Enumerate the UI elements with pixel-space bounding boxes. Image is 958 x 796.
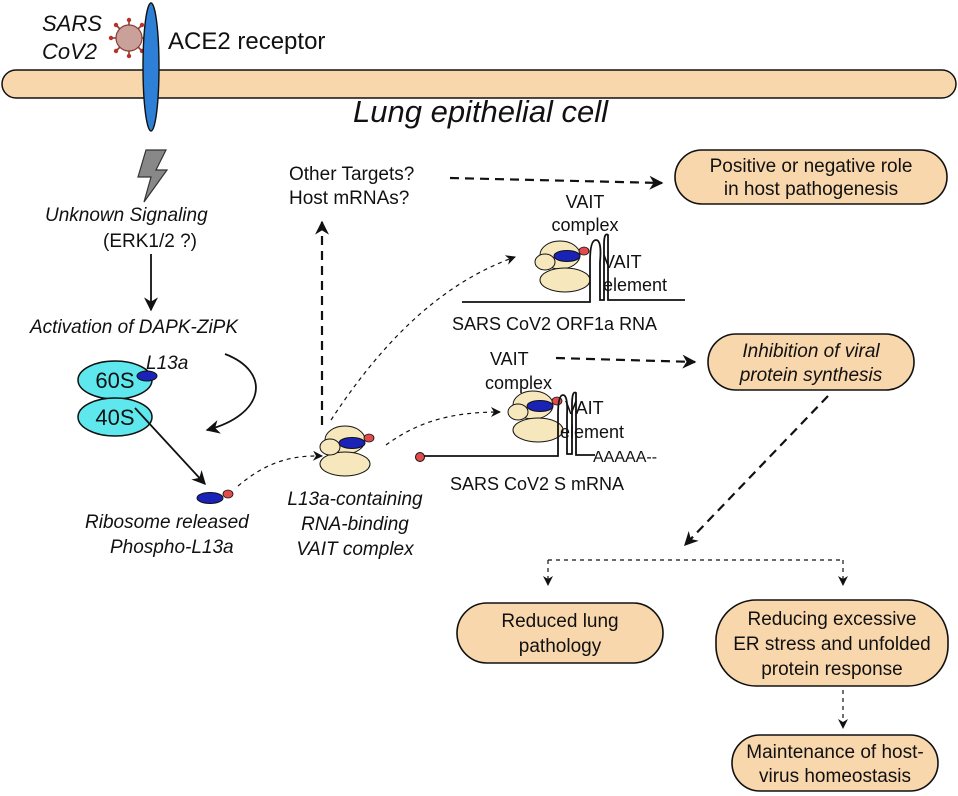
arrow-to-orf1a — [330, 255, 516, 421]
virus-icon — [108, 17, 150, 59]
polya-label: AAAAA-- — [593, 449, 657, 466]
arrow-release — [134, 407, 206, 486]
phosphate-icon — [222, 489, 234, 499]
inhibition-line2: protein synthesis — [739, 365, 883, 386]
released-label-line2: Phospho-L13a — [110, 537, 234, 558]
role-line1: Positive or negative role — [710, 156, 913, 177]
s-complex-line1: VAIT — [490, 349, 529, 369]
erk-label: (ERK1/2 ?) — [103, 231, 197, 252]
homeostasis-line1: Maintenance of host- — [746, 742, 923, 763]
arrow-to-inhibition — [555, 354, 697, 369]
virus-label-line2: CoV2 — [42, 39, 97, 64]
s-element-line1: VAIT — [565, 398, 604, 418]
signaling-label: Unknown Signaling — [45, 205, 208, 226]
subunit-40s-icon — [77, 397, 153, 437]
role-line2: in host pathogenesis — [724, 179, 898, 200]
s-vait-complex-icon — [507, 390, 564, 443]
cell-membrane — [1, 69, 957, 99]
s-complex-line2: complex — [485, 373, 552, 393]
er-line2: ER stress and unfolded — [733, 634, 931, 655]
arrow-to-s-mrna — [385, 407, 501, 446]
subunit-60s-label: 60S — [95, 368, 134, 393]
er-line1: Reducing excessive — [748, 609, 917, 630]
vait-complex-icon — [319, 425, 375, 477]
orf1a-rna-label: SARS CoV2 ORF1a RNA — [452, 314, 657, 334]
arrow-to-vait — [237, 450, 323, 487]
lung-box — [456, 602, 664, 664]
role-box — [674, 149, 948, 205]
er-box — [715, 599, 949, 687]
lung-line2: pathology — [519, 636, 602, 657]
s-rna-strand — [424, 391, 595, 457]
orf1a-element-line1: VAIT — [603, 252, 642, 272]
activation-label: Activation of DAPK-ZiPK — [29, 317, 239, 338]
other-targets-line2: Host mRNAs? — [289, 188, 409, 209]
phospho-l13a-icon — [196, 492, 224, 504]
l13a-label: L13a — [146, 353, 188, 374]
arrow-activation-curve — [205, 353, 257, 434]
virus-label-line1: SARS — [42, 11, 102, 36]
homeostasis-box — [731, 734, 939, 792]
lung-line1: Reduced lung — [501, 611, 618, 632]
arrow-from-inhibition — [684, 395, 829, 547]
ace2-receptor-icon — [142, 2, 160, 132]
other-targets-line1: Other Targets? — [289, 164, 414, 185]
orf1a-vait-complex-icon — [534, 240, 591, 293]
released-label-line1: Ribosome released — [85, 512, 250, 533]
vait-center-line3: VAIT complex — [296, 539, 415, 560]
vait-center-line1: L13a-containing — [287, 489, 423, 510]
homeostasis-line2: virus homeostasis — [759, 766, 911, 787]
orf1a-complex-line2: complex — [551, 215, 618, 235]
inhibition-box — [707, 333, 915, 391]
er-line3: protein response — [761, 659, 903, 680]
inhibition-line1: Inhibition of viral — [742, 341, 880, 362]
vait-center-line2: RNA-binding — [301, 514, 409, 535]
receptor-label: ACE2 receptor — [168, 28, 325, 55]
subunit-40s-label: 40S — [95, 405, 134, 430]
orf1a-complex-line1: VAIT — [566, 192, 605, 212]
s-rna-label: SARS CoV2 S mRNA — [450, 474, 624, 494]
arrow-to-role — [449, 175, 664, 190]
orf1a-element-line2: element — [603, 275, 667, 295]
s-cap-icon — [415, 452, 425, 462]
orf1a-rna-strand — [462, 233, 685, 303]
l13a-bound-icon — [136, 370, 158, 382]
lightning-icon — [137, 149, 169, 203]
cell-label: Lung epithelial cell — [353, 94, 609, 129]
s-element-line2: element — [560, 422, 624, 442]
